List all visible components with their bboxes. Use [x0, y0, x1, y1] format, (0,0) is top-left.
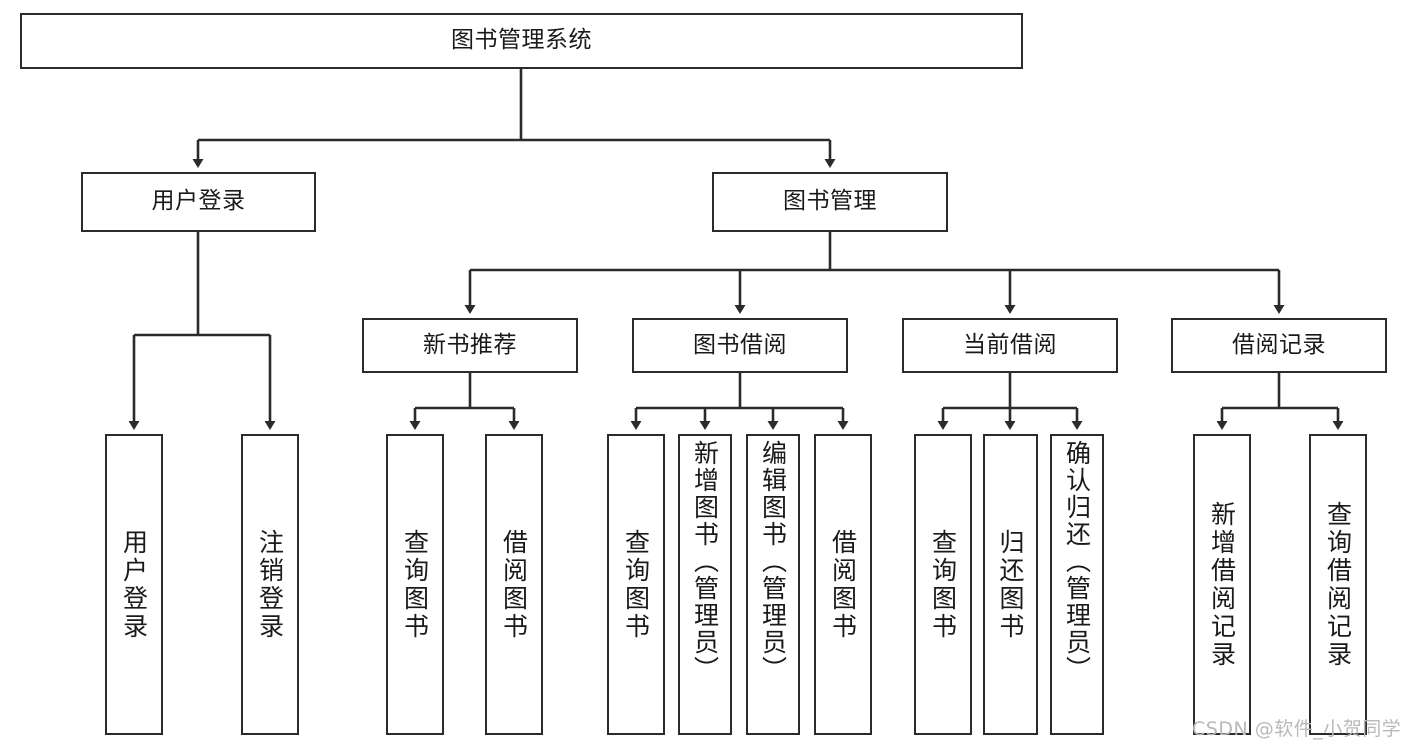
- node-book-management[interactable]: 图书管理: [712, 172, 948, 232]
- node-label: 编辑图书（管理员）: [758, 440, 788, 683]
- node-book-management-system[interactable]: 图书管理系统: [20, 13, 1023, 69]
- node-label: 用户登录: [119, 528, 149, 641]
- node-label: 新增图书（管理员）: [690, 440, 720, 683]
- leaf-return-book[interactable]: 归还图书: [983, 434, 1038, 735]
- leaf-add-borrow-record[interactable]: 新增借阅记录: [1193, 434, 1251, 735]
- node-label: 借阅图书: [828, 528, 858, 641]
- node-user-login[interactable]: 用户登录: [81, 172, 316, 232]
- node-label: 借阅图书: [499, 528, 529, 641]
- leaf-query-book-borrow[interactable]: 查询图书: [607, 434, 665, 735]
- node-label: 图书借阅: [693, 331, 787, 358]
- node-label: 新书推荐: [423, 331, 517, 358]
- node-label: 借阅记录: [1232, 331, 1326, 358]
- node-label: 确认归还（管理员）: [1062, 440, 1092, 683]
- node-new-book-recommend[interactable]: 新书推荐: [362, 318, 578, 373]
- node-label: 当前借阅: [963, 331, 1057, 358]
- node-label: 查询借阅记录: [1323, 500, 1353, 669]
- node-label: 新增借阅记录: [1207, 500, 1237, 669]
- node-borrow-record[interactable]: 借阅记录: [1171, 318, 1387, 373]
- node-current-borrow[interactable]: 当前借阅: [902, 318, 1118, 373]
- leaf-query-borrow-record[interactable]: 查询借阅记录: [1309, 434, 1367, 735]
- leaf-query-book-current[interactable]: 查询图书: [914, 434, 972, 735]
- leaf-borrow-book-borrow[interactable]: 借阅图书: [814, 434, 872, 735]
- leaf-confirm-return-admin[interactable]: 确认归还（管理员）: [1050, 434, 1104, 735]
- node-book-borrow[interactable]: 图书借阅: [632, 318, 848, 373]
- csdn-watermark: CSDN @软件_小贺同学: [1192, 718, 1402, 740]
- node-label: 注销登录: [255, 528, 285, 641]
- node-label: 用户登录: [151, 188, 246, 215]
- leaf-add-book-admin[interactable]: 新增图书（管理员）: [678, 434, 732, 735]
- leaf-borrow-book-recommend[interactable]: 借阅图书: [485, 434, 543, 735]
- node-label: 查询图书: [621, 528, 651, 641]
- leaf-user-login[interactable]: 用户登录: [105, 434, 163, 735]
- leaf-query-book-recommend[interactable]: 查询图书: [386, 434, 444, 735]
- node-label: 图书管理系统: [451, 27, 592, 54]
- leaf-edit-book-admin[interactable]: 编辑图书（管理员）: [746, 434, 800, 735]
- node-label: 查询图书: [400, 528, 430, 641]
- node-label: 归还图书: [996, 528, 1025, 641]
- leaf-user-logout[interactable]: 注销登录: [241, 434, 299, 735]
- node-label: 查询图书: [928, 528, 958, 641]
- node-label: 图书管理: [783, 188, 877, 215]
